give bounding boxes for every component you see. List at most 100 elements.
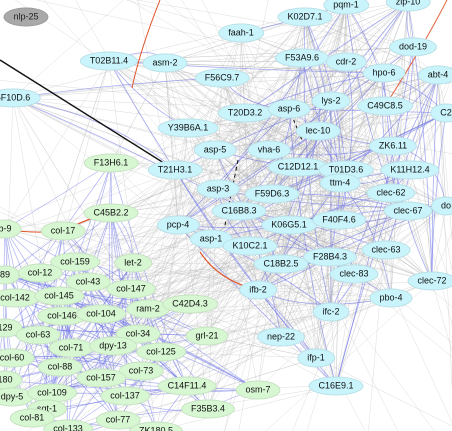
gray-edge (164, 62, 179, 226)
gene-node[interactable]: ttm-4 (319, 173, 361, 193)
blue-edge (174, 100, 332, 171)
gene-node[interactable]: col-63 (15, 325, 61, 345)
gene-node[interactable]: pbo-4 (369, 288, 413, 308)
gene-node[interactable]: col-125 (136, 342, 186, 362)
gene-node[interactable]: lys-2 (311, 91, 351, 111)
gene-node[interactable]: osm-7 (235, 380, 281, 400)
gray-edge (4, 60, 110, 230)
gene-node[interactable]: hpo-6 (362, 63, 406, 83)
gene-node[interactable]: C14F11.4 (157, 376, 217, 396)
gene-node[interactable]: C2 (430, 103, 452, 123)
gene-node[interactable]: clec-83 (329, 264, 379, 284)
gene-node[interactable]: pqm-1 (323, 0, 369, 15)
gray-edge (301, 1, 409, 59)
gene-node[interactable]: col-60 (0, 348, 35, 368)
blue-edge (339, 182, 392, 299)
gene-node[interactable]: ifb-2 (239, 280, 277, 300)
gray-edge (137, 297, 392, 335)
gene-node[interactable]: col-104 (76, 304, 126, 324)
gene-node[interactable]: col-133 (43, 419, 93, 431)
gene-node[interactable]: F28B4.3 (302, 247, 358, 267)
gene-node[interactable]: asp-3 (196, 179, 240, 199)
gene-node[interactable]: col-81 (9, 408, 55, 428)
blue-edge (304, 16, 347, 171)
gene-node[interactable]: col-71 (48, 338, 94, 358)
gene-node[interactable]: col-157 (76, 368, 126, 388)
gene-node[interactable]: col-12 (17, 263, 63, 283)
red-edge (131, 0, 161, 89)
gene-node[interactable]: C45B2.2 (83, 203, 139, 223)
gene-node[interactable]: K10C2.1 (222, 236, 278, 256)
gene-node[interactable]: col-43 (65, 272, 111, 292)
gene-node[interactable]: ZK6.11 (368, 136, 418, 156)
blue-edge (217, 4, 347, 190)
gene-node[interactable]: 5F10D.6 (0, 88, 41, 108)
gene-node[interactable]: F53A9.6 (274, 48, 330, 68)
gene-node[interactable]: lec-10 (295, 121, 341, 141)
blue-edge (177, 130, 319, 226)
gene-node[interactable]: let-2 (114, 253, 152, 273)
gene-node[interactable]: C16E9.1 (308, 376, 364, 396)
gene-node[interactable]: col-145 (34, 286, 84, 306)
gene-node[interactable]: asp-5 (193, 140, 237, 160)
gene-node[interactable]: T20D3.2 (217, 103, 273, 123)
gene-node[interactable]: asm-2 (142, 53, 188, 73)
gene-node[interactable]: C49C8.5 (357, 96, 413, 116)
gray-edge (164, 62, 355, 275)
gene-node[interactable]: clec-72 (407, 271, 452, 291)
gene-node[interactable]: col-159 (50, 252, 100, 272)
gene-node[interactable]: pcp-4 (156, 215, 200, 235)
gene-node[interactable]: abt-4 (417, 65, 452, 85)
gene-node[interactable]: col-137 (100, 386, 150, 406)
gene-node[interactable]: clec-67 (383, 201, 433, 221)
gene-node[interactable]: col-17 (40, 221, 86, 241)
gene-node[interactable]: F56C9.7 (194, 68, 250, 88)
gray-edge (335, 273, 355, 387)
gene-node[interactable]: C42D4.3 (162, 294, 218, 314)
gene-node[interactable]: K11H12.4 (380, 160, 440, 180)
gray-edge (186, 169, 347, 387)
gene-node[interactable]: C16B8.3 (211, 201, 267, 221)
gray-edge (345, 169, 392, 299)
gene-node[interactable]: faah-1 (218, 23, 264, 43)
gene-node[interactable]: grl-21 (185, 326, 229, 346)
gene-node[interactable]: F40F4.6 (312, 210, 366, 230)
gene-node[interactable]: nep-22 (256, 327, 306, 347)
gene-node[interactable]: Y39B6A.1 (157, 118, 219, 138)
gray-edge (206, 238, 212, 337)
gene-node[interactable]: col-77 (95, 410, 141, 430)
gene-node[interactable]: K06G5.1 (261, 215, 317, 235)
gene-node[interactable]: T21H3.1 (147, 160, 203, 180)
gene-node[interactable]: ifp-1 (297, 348, 335, 368)
gene-node[interactable]: dpy-13 (89, 336, 137, 356)
gene-node[interactable]: ifc-2 (312, 302, 350, 322)
blue-edge (4, 274, 61, 368)
gray-edge (177, 149, 216, 226)
blue-edge (132, 262, 188, 387)
gene-node[interactable]: col-73 (118, 361, 164, 381)
gene-node[interactable]: clec-62 (366, 183, 416, 203)
gene-node[interactable]: T02B11.4 (79, 51, 139, 71)
blue-edge (110, 162, 114, 347)
gene-node[interactable]: do (430, 196, 452, 216)
gray-edge (12, 97, 259, 291)
gray-edge (132, 149, 270, 264)
gene-node[interactable]: asp-6 (267, 99, 311, 119)
gene-node[interactable]: col-147 (106, 279, 156, 299)
gene-node[interactable]: F35B3.4 (180, 399, 236, 419)
gene-node[interactable]: vha-6 (247, 140, 291, 160)
gene-node[interactable]: F13H6.1 (83, 153, 139, 173)
gene-node[interactable]: nlp-25 (3, 7, 49, 27)
blue-edge (335, 46, 414, 387)
gray-edge (431, 205, 447, 282)
gene-node[interactable]: K02D7.1 (277, 7, 333, 27)
gene-node[interactable]: cdr-2 (325, 52, 367, 72)
gene-node[interactable]: dod-19 (388, 37, 438, 57)
gene-node[interactable]: clec-63 (361, 240, 411, 260)
gene-node[interactable]: F59D6.3 (244, 184, 300, 204)
gray-edge (164, 62, 176, 171)
blue-edge (177, 108, 290, 226)
gene-node[interactable]: C18B2.5 (253, 254, 309, 274)
gene-node[interactable]: col-88 (37, 357, 83, 377)
